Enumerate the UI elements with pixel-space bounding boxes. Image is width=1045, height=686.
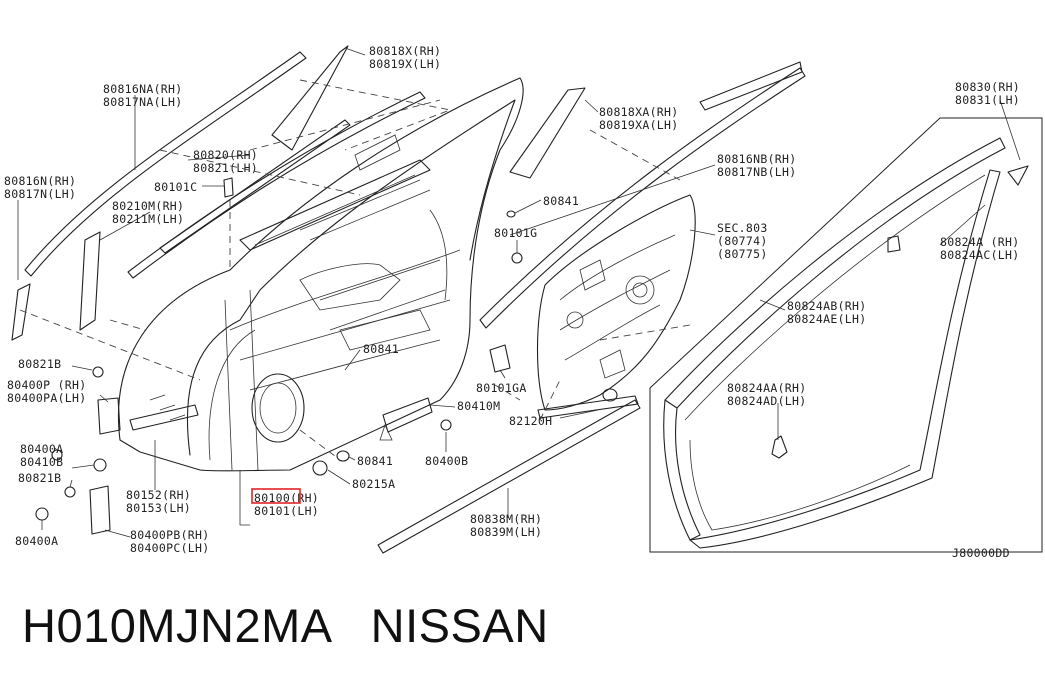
highlight-box-80100 — [251, 488, 301, 504]
label-80839m: 80839M(LH) — [470, 525, 542, 539]
label-80824a: 80824A (RH) — [940, 235, 1019, 249]
label-80818xa: 80818XA(RH) — [599, 105, 678, 119]
label-sec803-80775: (80775) — [717, 247, 768, 261]
label-80817nb: 80817NB(LH) — [717, 165, 796, 179]
label-80820: 80820(RH) — [193, 148, 258, 162]
label-80824ac: 80824AC(LH) — [940, 248, 1019, 262]
label-80400a-lower: 80400A — [15, 534, 58, 548]
label-82120h: 82120H — [509, 414, 552, 428]
label-80819x: 80819X(LH) — [369, 57, 441, 71]
label-80400p: 80400P (RH) — [7, 378, 86, 392]
label-80817n: 80817N(LH) — [4, 187, 76, 201]
label-80821b-upper: 80821B — [18, 357, 61, 371]
label-80841-lower: 80841 — [357, 454, 393, 468]
label-80821b-lower: 80821B — [18, 471, 61, 485]
assembly-lines — [19, 79, 691, 457]
label-80817na: 80817NA(LH) — [103, 95, 182, 109]
leader-lines — [17, 47, 1021, 538]
label-80821: 80821(LH) — [193, 161, 258, 175]
seal-panel-frame — [649, 117, 1043, 553]
label-80101: 80101(LH) — [254, 504, 319, 518]
label-sec803-80774: (80774) — [717, 234, 768, 248]
label-80830: 80830(RH) — [955, 80, 1020, 94]
door-weatherstrip — [663, 137, 1029, 549]
label-80400pc: 80400PC(LH) — [130, 541, 209, 555]
label-80838m: 80838M(RH) — [470, 512, 542, 526]
label-80831: 80831(LH) — [955, 93, 1020, 107]
label-80100: 80100(RH) — [254, 491, 319, 505]
label-80101c: 80101C — [154, 180, 197, 194]
label-80824ab: 80824AB(RH) — [787, 299, 866, 313]
inner-belt-strip — [537, 395, 639, 419]
label-80410m: 80410M — [457, 399, 500, 413]
label-80400b: 80400B — [425, 454, 468, 468]
label-80410b: 80410B — [20, 455, 63, 469]
label-80819xa: 80819XA(LH) — [599, 118, 678, 132]
upper-moldings — [11, 45, 806, 341]
label-80101g: 80101G — [494, 226, 537, 240]
regulator-module — [536, 194, 696, 411]
part-labels: 80818X(RH) 80819X(LH) 80816NA(RH) 80817N… — [4, 44, 1020, 560]
label-80824ad: 80824AD(LH) — [727, 394, 806, 408]
label-80816na: 80816NA(RH) — [103, 82, 182, 96]
label-80841-upper: 80841 — [543, 194, 579, 208]
label-80841-middle: 80841 — [363, 342, 399, 356]
door-shell — [118, 77, 524, 472]
label-80101ga: 80101GA — [476, 381, 527, 395]
label-80210m: 80210M(RH) — [112, 199, 184, 213]
label-80400pb: 80400PB(RH) — [130, 528, 209, 542]
label-80816n: 80816N(RH) — [4, 174, 76, 188]
label-80400pa: 80400PA(LH) — [7, 391, 86, 405]
label-80824aa: 80824AA(RH) — [727, 381, 806, 395]
label-80824ae: 80824AE(LH) — [787, 312, 866, 326]
label-80215a: 80215A — [352, 477, 395, 491]
label-80211m: 80211M(LH) — [112, 212, 184, 226]
label-80818x: 80818X(RH) — [369, 44, 441, 58]
label-80153: 80153(LH) — [126, 501, 191, 515]
label-80152: 80152(RH) — [126, 488, 191, 502]
part-number-caption: H010MJN2MA NISSAN — [22, 599, 549, 652]
diagram-reference-code: J80000DD — [952, 546, 1010, 560]
label-80816nb: 80816NB(RH) — [717, 152, 796, 166]
label-80400a-upper: 80400A — [20, 442, 63, 456]
outer-belt-molding — [377, 399, 641, 554]
label-sec803: SEC.803 — [717, 221, 768, 235]
